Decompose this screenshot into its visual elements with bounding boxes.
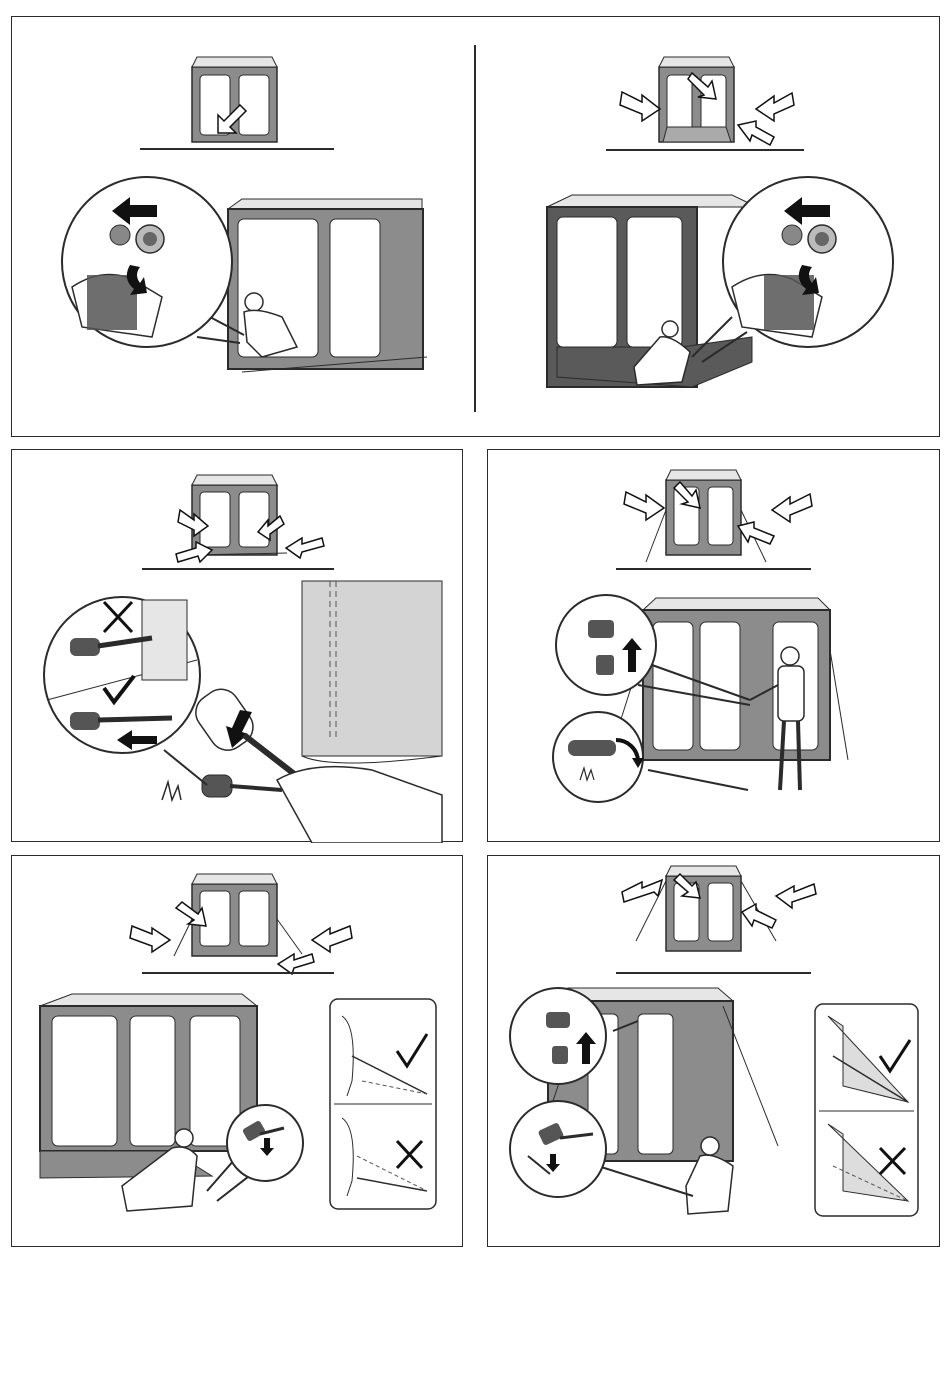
step-panel-5: [11, 855, 463, 1247]
tent-thumbnail-icon: [192, 475, 287, 555]
tensioner-magnifier: [553, 712, 644, 802]
buckle-magnifier: [510, 988, 606, 1084]
peg-comparison-magnifier: [44, 597, 200, 753]
step-panel-3: [11, 449, 463, 842]
buckle-magnifier: [556, 595, 656, 695]
step-panel-6: [487, 855, 940, 1247]
mallet-icon: [189, 682, 302, 780]
step-panel-4: [487, 449, 940, 842]
peg-icon: [162, 775, 282, 800]
tent-wall-illustration: [302, 581, 442, 763]
tent-thumbnail-icon: [659, 57, 734, 142]
tent-thumbnail-icon: [192, 57, 277, 142]
mallet-magnifier: [227, 1105, 303, 1181]
step-panel-1-2: [11, 16, 940, 437]
magnified-valve-icon: [62, 177, 232, 347]
tent-thumbnail-icon: [646, 470, 766, 562]
step-6-illustration: [488, 856, 941, 1248]
mallet-magnifier: [510, 1101, 606, 1197]
step-5-illustration: [12, 856, 464, 1248]
magnified-valve-icon: [723, 177, 893, 347]
step-4-illustration: [488, 450, 941, 843]
tent-main-illustration: [40, 994, 257, 1178]
step-1-2-illustration: [12, 17, 941, 438]
step-3-illustration: [12, 450, 464, 843]
